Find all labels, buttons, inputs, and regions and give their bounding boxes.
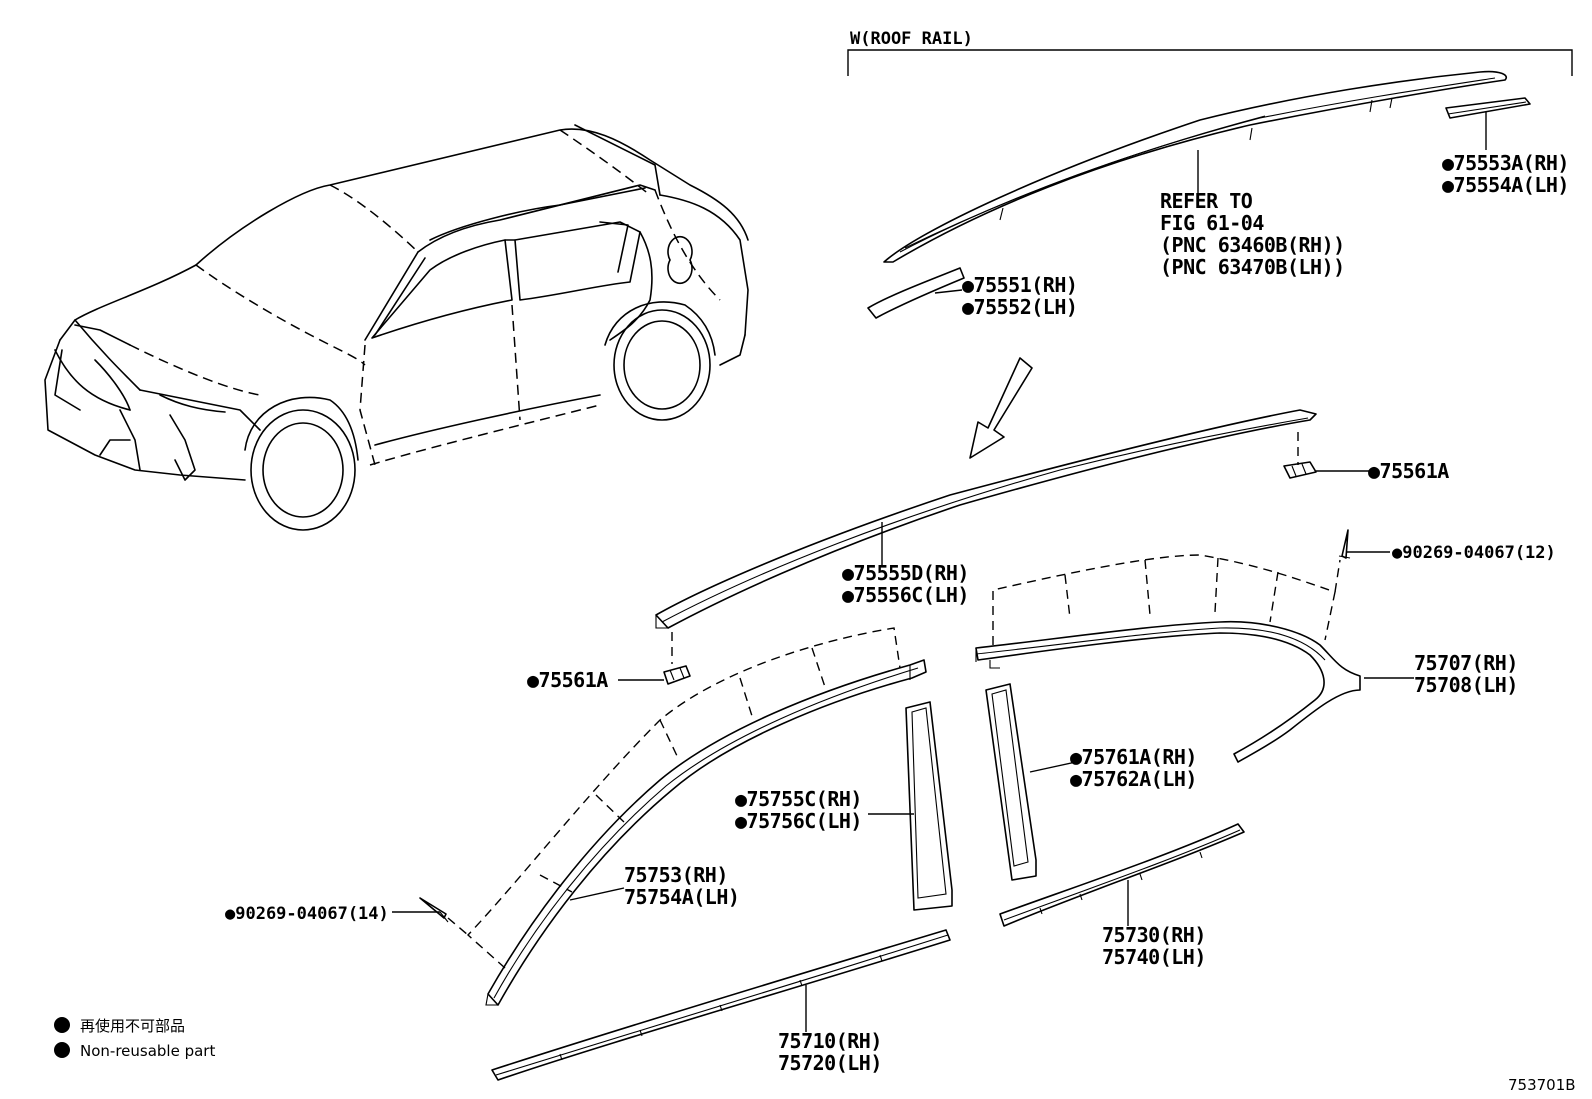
legend-dot-1 (54, 1017, 70, 1033)
ref-line2: FIG 61-04 (1160, 211, 1264, 235)
label-75710-rh: 75710(RH) (778, 1029, 882, 1053)
leader-75753 (569, 887, 625, 901)
label-75708-lh: 75708(LH) (1414, 673, 1518, 697)
dash-front-frame-ribs (539, 647, 827, 893)
label-75730-rh: 75730(RH) (1102, 923, 1206, 947)
label-75754a-lh: 75754A(LH) (624, 885, 739, 909)
roof-rail-part (883, 70, 1507, 263)
ref-line1: REFER TO (1160, 189, 1253, 213)
front-door-frame-molding (485, 659, 927, 1006)
roof-rail-bracket: W(ROOF RAIL) (847, 29, 1573, 76)
label-75553a-rh: ●75553A(RH) (1442, 151, 1569, 175)
roof-molding-part (655, 409, 1317, 629)
label-75756c-lh: ●75756C(LH) (735, 809, 862, 833)
screw-left-part (419, 897, 449, 923)
dash-screw-left (447, 917, 469, 936)
label-75740-lh: 75740(LH) (1102, 945, 1206, 969)
screw-right-part (1338, 529, 1351, 559)
front-pillar-garnish (905, 701, 953, 911)
legend-dot-2 (54, 1042, 70, 1058)
label-75755c-rh: ●75755C(RH) (735, 787, 862, 811)
direction-arrow (969, 357, 1033, 459)
end-cap-part (1445, 97, 1531, 119)
rear-belt-molding (999, 823, 1245, 927)
legend-line1: 再使用不可部品 (80, 1017, 185, 1035)
label-75720-lh: 75720(LH) (778, 1051, 882, 1075)
legend: 再使用不可部品 Non-reusable part (54, 1017, 215, 1060)
ref-line4: (PNC 63470B(LH)) (1160, 255, 1345, 279)
dash-rear-frame-ribs (1064, 557, 1279, 623)
dash-screw-right (1334, 559, 1341, 593)
front-cap-part (867, 267, 965, 319)
label-75761a-rh: ●75761A(RH) (1070, 745, 1197, 769)
label-90269-right: ●90269-04067(12) (1392, 543, 1556, 563)
label-75561a-left: ●75561A (527, 668, 608, 692)
label-75556c-lh: ●75556C(LH) (842, 583, 969, 607)
label-75554a-lh: ●75554A(LH) (1442, 173, 1569, 197)
clip-right-part (1283, 461, 1317, 479)
label-75551-rh: ●75551(RH) (962, 273, 1077, 297)
label-75707-rh: 75707(RH) (1414, 651, 1518, 675)
label-75762a-lh: ●75762A(LH) (1070, 767, 1197, 791)
label-75555d-rh: ●75555D(RH) (842, 561, 969, 585)
label-75552-lh: ●75552(LH) (962, 295, 1077, 319)
front-belt-molding (491, 929, 951, 1081)
roof-rail-group-label: W(ROOF RAIL) (850, 29, 973, 49)
label-75753-rh: 75753(RH) (624, 863, 728, 887)
dash-rear-frame (992, 554, 1336, 645)
rear-door-frame-molding (975, 620, 1361, 763)
figure-code: 753701B (1508, 1076, 1576, 1094)
ref-line3: (PNC 63460B(RH)) (1160, 233, 1345, 257)
leader-75551 (934, 289, 963, 294)
label-90269-left: ●90269-04067(14) (225, 904, 389, 924)
clip-left-part (663, 665, 691, 685)
leader-75761 (1029, 761, 1077, 773)
legend-line2: Non-reusable part (80, 1042, 215, 1060)
vehicle-illustration (44, 124, 749, 531)
label-75561a-right: ●75561A (1368, 459, 1449, 483)
rear-pillar-garnish (985, 683, 1037, 881)
